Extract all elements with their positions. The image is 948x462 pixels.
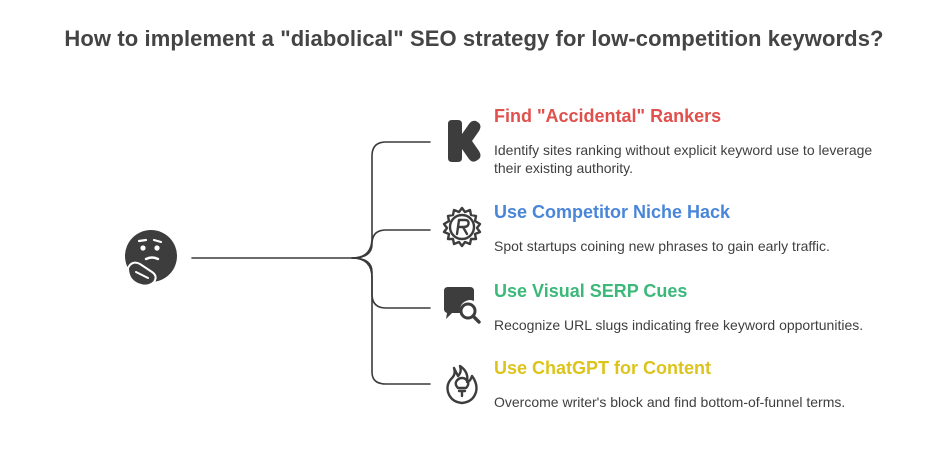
diagram-title: How to implement a "diabolical" SEO stra… <box>64 26 884 51</box>
branch-heading: Use Competitor Niche Hack <box>494 202 731 222</box>
lightbulb-flame-icon <box>446 364 478 405</box>
registered-trademark-gear-icon <box>442 206 482 248</box>
branch-heading: Find "Accidental" Rankers <box>494 106 722 126</box>
branch-description: Recognize URL slugs indicating free keyw… <box>494 317 864 333</box>
branch-heading: Use Visual SERP Cues <box>494 281 688 301</box>
branch-connector-4 <box>351 257 431 385</box>
branch-description: Identify sites ranking without explicit … <box>494 142 873 176</box>
branch-connector-3 <box>351 257 431 309</box>
chat-search-icon <box>444 287 481 324</box>
kickstarter-k-icon <box>448 120 481 162</box>
branch-description: Overcome writer's block and find bottom-… <box>494 394 846 410</box>
branch-description: Spot startups coining new phrases to gai… <box>494 238 830 254</box>
branch-connector-2 <box>351 229 431 259</box>
branch-heading: Use ChatGPT for Content <box>494 358 712 378</box>
thinking-face-icon <box>125 230 177 287</box>
branch-connector-1 <box>351 141 431 259</box>
